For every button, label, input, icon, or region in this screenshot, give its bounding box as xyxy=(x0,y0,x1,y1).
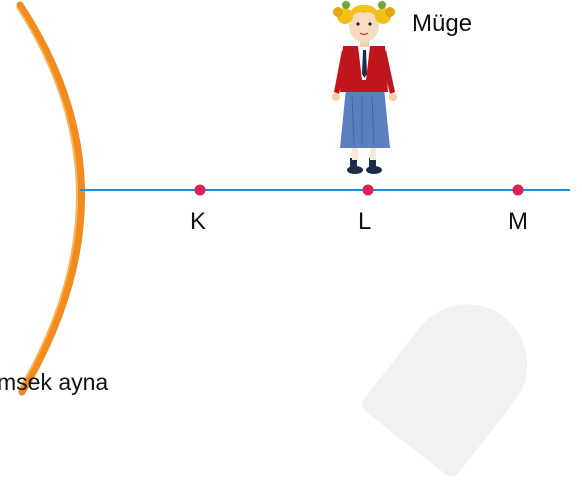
person-name-label: Müge xyxy=(412,10,473,37)
curved-mirror-icon xyxy=(16,1,85,396)
mirror-label: msek ayna xyxy=(0,369,109,395)
point-l-marker xyxy=(362,184,374,196)
point-m-label: M xyxy=(508,208,528,235)
point-l-label: L xyxy=(358,208,372,235)
point-k-label: K xyxy=(190,208,207,235)
girl-figure-icon xyxy=(332,1,397,174)
point-m-marker xyxy=(512,184,524,196)
point-k-marker xyxy=(194,184,206,196)
optics-diagram xyxy=(16,1,570,396)
